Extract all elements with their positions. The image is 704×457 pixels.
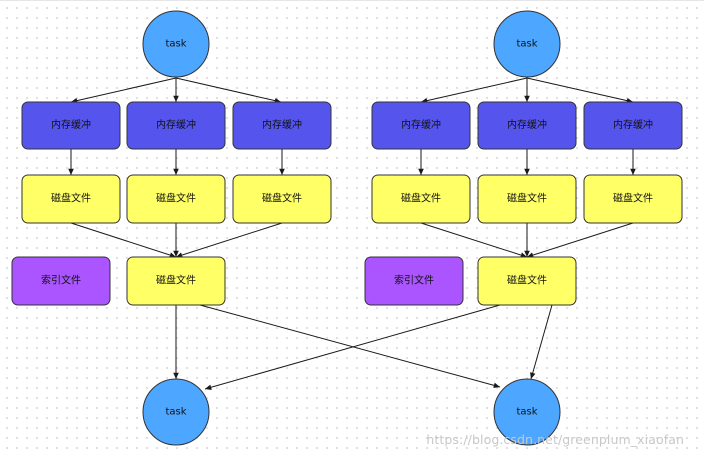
edge-merged-right-to-task-bottom-left: [204, 304, 501, 390]
disk-file-node-4: 磁盘文件: [371, 174, 471, 224]
task-circle: [493, 378, 561, 446]
memory-buffer-box: [21, 101, 121, 150]
watermark-url: https://blog.csdn.net/greenplum_xiaofan: [426, 432, 684, 447]
disk-file-node-2: 磁盘文件: [126, 174, 226, 224]
task-label: task: [516, 39, 537, 50]
merged-disk-file-node-left: 磁盘文件: [126, 256, 226, 306]
memory-buffer-label: 内存缓冲: [507, 118, 547, 131]
memory-buffer-node-3: 内存缓冲: [232, 101, 332, 150]
memory-buffer-node-4: 内存缓冲: [371, 101, 471, 150]
disk-file-box: [477, 256, 577, 306]
task-node-bottom-left: task: [142, 378, 210, 446]
disk-file-label: 磁盘文件: [401, 192, 441, 205]
disk-file-label: 磁盘文件: [613, 192, 653, 205]
memory-buffer-node-2: 内存缓冲: [126, 101, 226, 150]
disk-file-box: [583, 174, 683, 224]
disk-file-node-6: 磁盘文件: [583, 174, 683, 224]
index-file-box: [11, 256, 111, 306]
edge-disk-6-to-merged-right: [526, 222, 634, 258]
disk-file-label: 磁盘文件: [156, 274, 196, 287]
disk-file-box: [477, 174, 577, 224]
disk-file-node-3: 磁盘文件: [232, 174, 332, 224]
disk-file-node-1: 磁盘文件: [21, 174, 121, 224]
task-label: task: [165, 39, 186, 50]
task-circle: [142, 378, 210, 446]
disk-file-box: [126, 174, 226, 224]
disk-file-label: 磁盘文件: [262, 192, 302, 205]
index-file-label: 索引文件: [41, 274, 81, 287]
disk-file-box: [232, 174, 332, 224]
merged-disk-file-node-right: 磁盘文件: [477, 256, 577, 306]
memory-buffer-box: [232, 101, 332, 150]
task-node-bottom-right: task: [493, 378, 561, 446]
index-file-node-left: 索引文件: [11, 256, 111, 306]
task-label: task: [516, 407, 537, 418]
memory-buffer-label: 内存缓冲: [613, 118, 653, 131]
memory-buffer-node-5: 内存缓冲: [477, 101, 577, 150]
memory-buffer-label: 内存缓冲: [401, 118, 441, 131]
memory-buffer-box: [126, 101, 226, 150]
edge-merged-right-to-task-bottom-right: [530, 304, 553, 380]
disk-file-label: 磁盘文件: [507, 192, 547, 205]
memory-buffer-box: [477, 101, 577, 150]
task-node-top-left: task: [142, 10, 210, 78]
task-label: task: [165, 407, 186, 418]
edge-task-left-to-mem-1: [70, 77, 177, 104]
disk-file-box: [371, 174, 471, 224]
edge-disk-1-to-merged-left: [70, 222, 177, 258]
memory-buffer-label: 内存缓冲: [51, 118, 91, 131]
memory-buffer-node-6: 内存缓冲: [583, 101, 683, 150]
task-node-top-right: task: [493, 10, 561, 78]
edges: [68, 77, 636, 390]
edge-task-right-to-mem-4: [420, 77, 528, 104]
edge-task-right-to-mem-6: [526, 77, 634, 104]
disk-file-box: [126, 256, 226, 306]
task-circle: [142, 10, 210, 78]
index-file-node-right: 索引文件: [364, 256, 464, 306]
memory-buffer-node-1: 内存缓冲: [21, 101, 121, 150]
index-file-label: 索引文件: [394, 274, 434, 287]
disk-file-label: 磁盘文件: [156, 192, 196, 205]
disk-file-node-5: 磁盘文件: [477, 174, 577, 224]
index-file-box: [364, 256, 464, 306]
task-circle: [493, 10, 561, 78]
edge-disk-3-to-merged-left: [175, 222, 283, 258]
memory-buffer-box: [583, 101, 683, 150]
disk-file-label: 磁盘文件: [51, 192, 91, 205]
edge-disk-4-to-merged-right: [420, 222, 528, 258]
memory-buffer-box: [371, 101, 471, 150]
memory-buffer-label: 内存缓冲: [156, 118, 196, 131]
edge-task-left-to-mem-3: [175, 77, 282, 104]
memory-buffer-label: 内存缓冲: [262, 118, 302, 131]
edge-merged-left-to-task-bottom-right: [199, 304, 501, 389]
disk-file-box: [21, 174, 121, 224]
disk-file-label: 磁盘文件: [507, 274, 547, 287]
